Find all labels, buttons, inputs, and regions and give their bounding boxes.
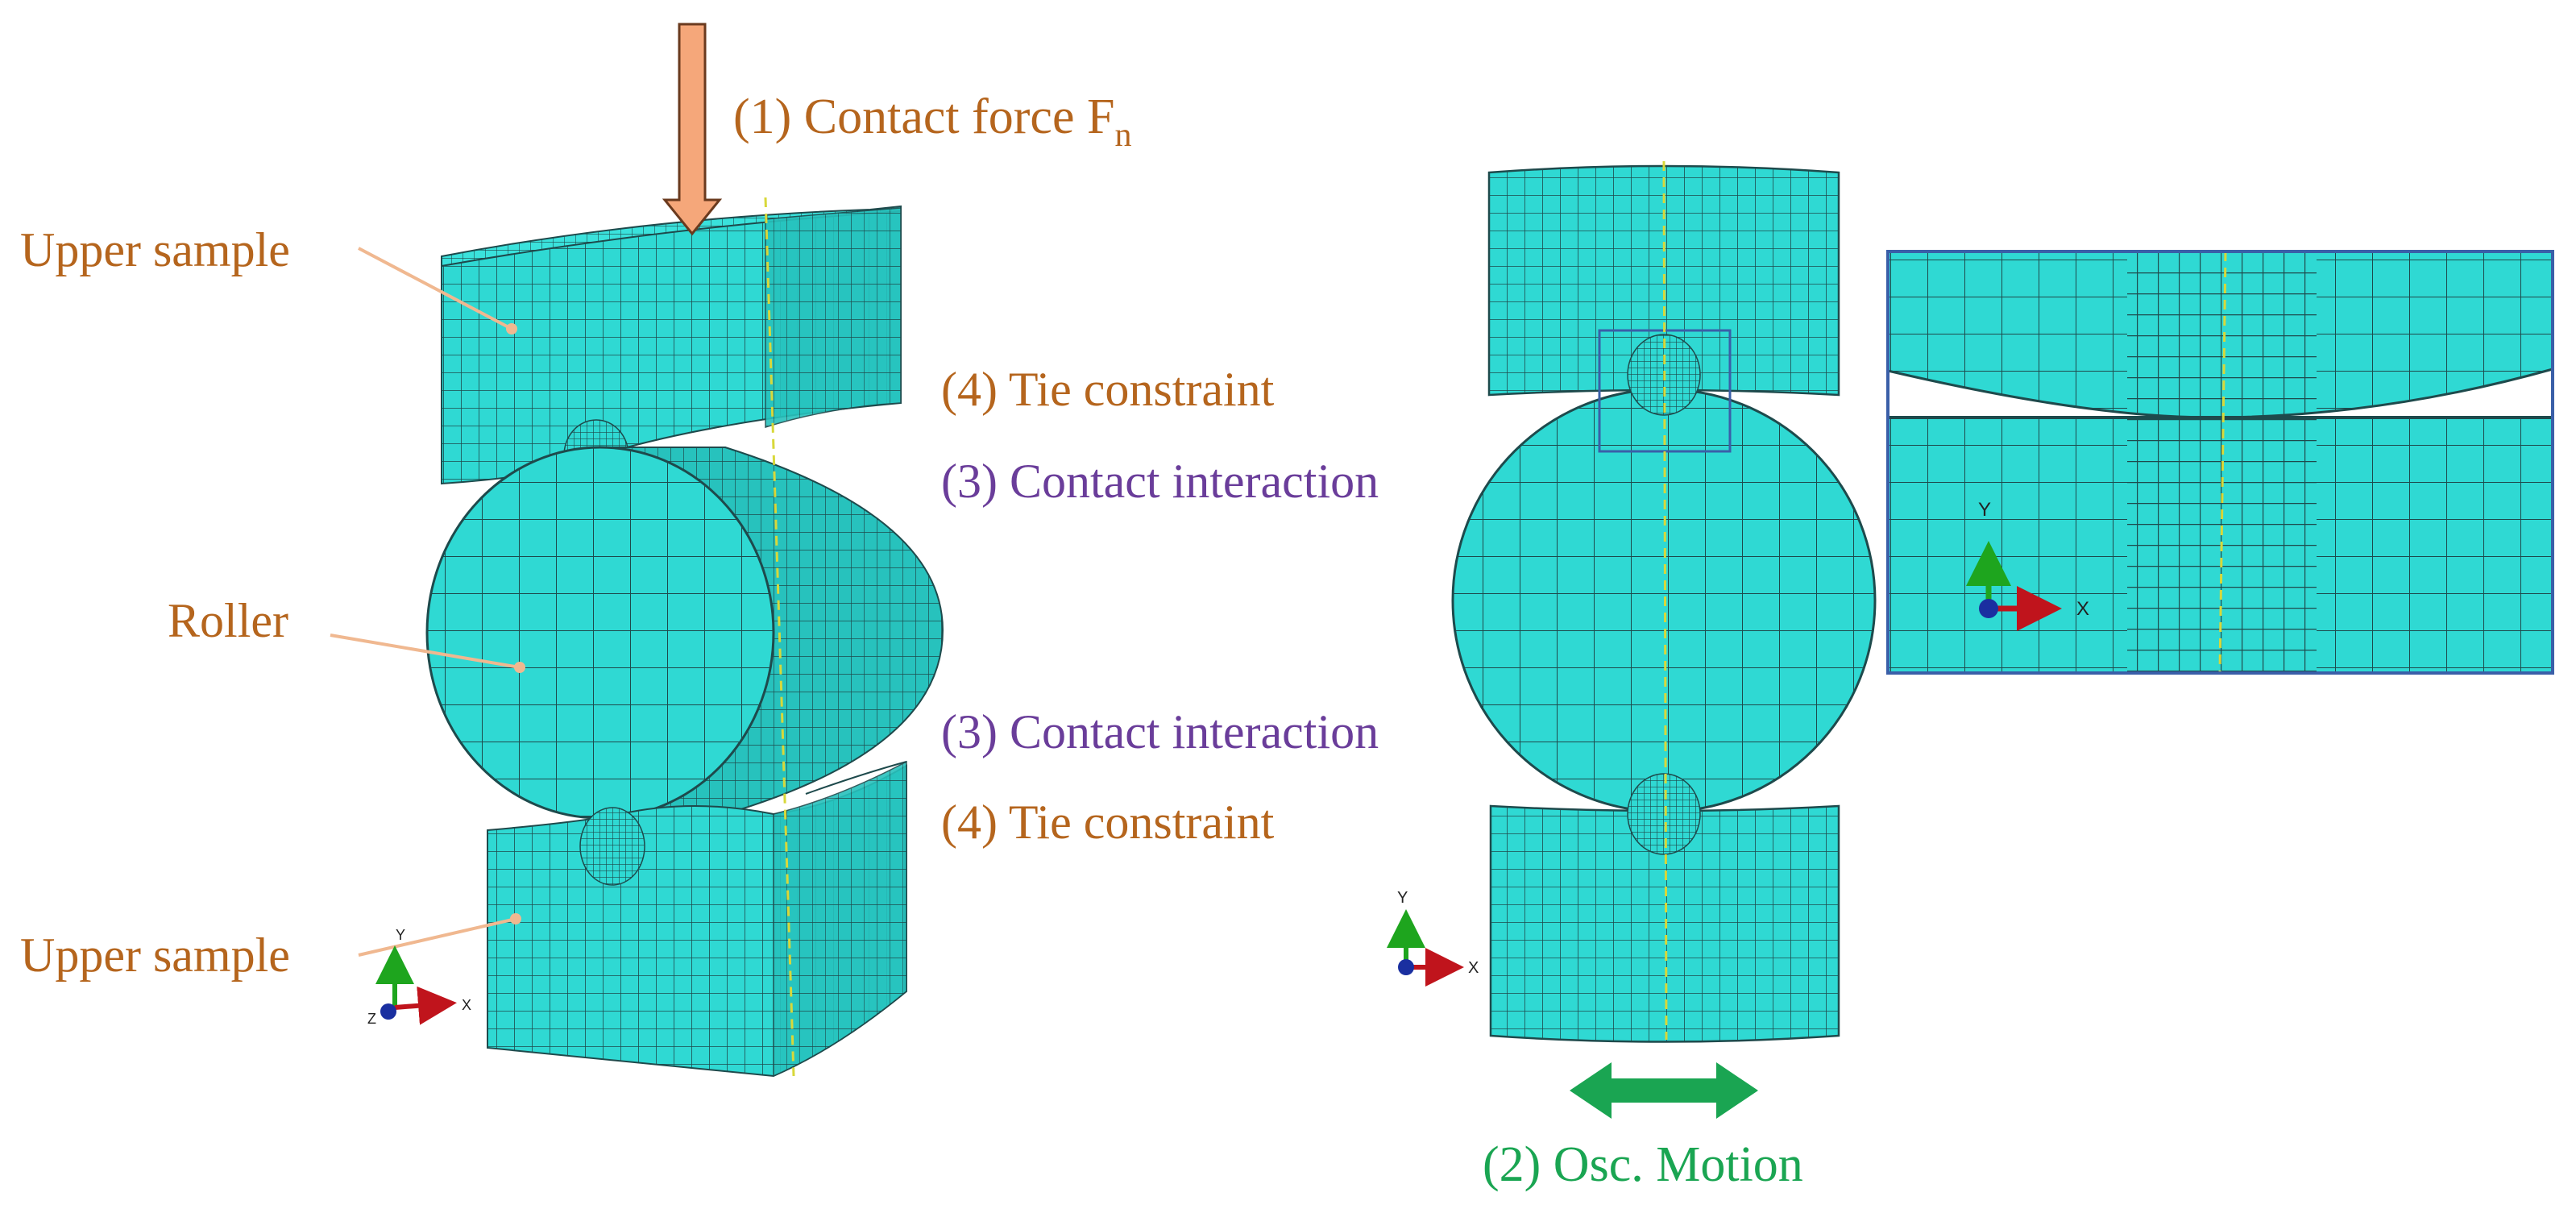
- roller-back-edge: [724, 447, 944, 815]
- middle-2d-model: Y X: [1387, 160, 1877, 1119]
- middle-lower-contact-refinement: [1627, 773, 1701, 855]
- lower-sample-side-face: [773, 760, 907, 1078]
- zoom-symmetry-line: [2218, 251, 2227, 674]
- middle-axis-triad: Y X: [1387, 889, 1479, 987]
- leader-upper-sample-top: [358, 247, 512, 330]
- upper-sample-side-face: [765, 207, 902, 429]
- zoom-axis-triad: Y X: [1966, 499, 2089, 631]
- roller-front-face: [425, 446, 775, 820]
- left-axis-z-label: Z: [367, 1011, 376, 1027]
- zoom-axis-y-label: Y: [1978, 499, 1991, 521]
- contact-force-text: (1) Contact force F: [733, 89, 1114, 144]
- lower-sample-block: [487, 760, 907, 1078]
- contact-force-label: (1) Contact force Fn: [733, 89, 1131, 154]
- middle-lower-block: [1489, 804, 1840, 1043]
- zoom-inset: Y X: [1886, 250, 2554, 675]
- tie-constraint-bottom-label: (4) Tie constraint: [941, 796, 1275, 849]
- middle-symmetry-line: [1662, 160, 1668, 1041]
- lower-sample-top-edge: [805, 761, 907, 795]
- upper-sample-bottom-label: Upper sample: [20, 929, 290, 982]
- tie-constraint-top-label: (4) Tie constraint: [941, 363, 1275, 416]
- leader-dot-roller: [514, 662, 525, 673]
- contact-interaction-bottom-label: (3) Contact interaction: [941, 705, 1379, 758]
- roller-cylinder: [425, 446, 944, 820]
- oscillation-arrow: [1570, 1062, 1758, 1119]
- leader-dot-top: [506, 323, 517, 334]
- zoom-axis-x-label: X: [2076, 598, 2089, 620]
- upper-sample-block: [441, 205, 902, 492]
- left-symmetry-line: [764, 197, 795, 1077]
- lower-contact-refinement: [579, 807, 645, 886]
- contact-interaction-top-label: (3) Contact interaction: [941, 455, 1379, 508]
- left-axis-x-label: X: [462, 997, 471, 1013]
- roller-label: Roller: [168, 594, 288, 647]
- left-axis-triad: Y X Z: [367, 927, 471, 1027]
- left-axis-y-label: Y: [396, 927, 405, 943]
- leader-dot-bottom: [510, 913, 521, 924]
- middle-axis-x-label: X: [1468, 959, 1479, 977]
- leader-roller: [330, 634, 521, 669]
- contact-force-subscript: n: [1114, 117, 1131, 154]
- contact-force-arrow: [662, 23, 723, 236]
- zoom-inset-frame: [1886, 250, 2554, 675]
- middle-axis-y-label: Y: [1397, 889, 1408, 907]
- left-3d-model: Y X Z: [330, 23, 944, 1078]
- upper-sample-top-label: Upper sample: [20, 223, 290, 276]
- osc-motion-label: (2) Osc. Motion: [1483, 1137, 1803, 1192]
